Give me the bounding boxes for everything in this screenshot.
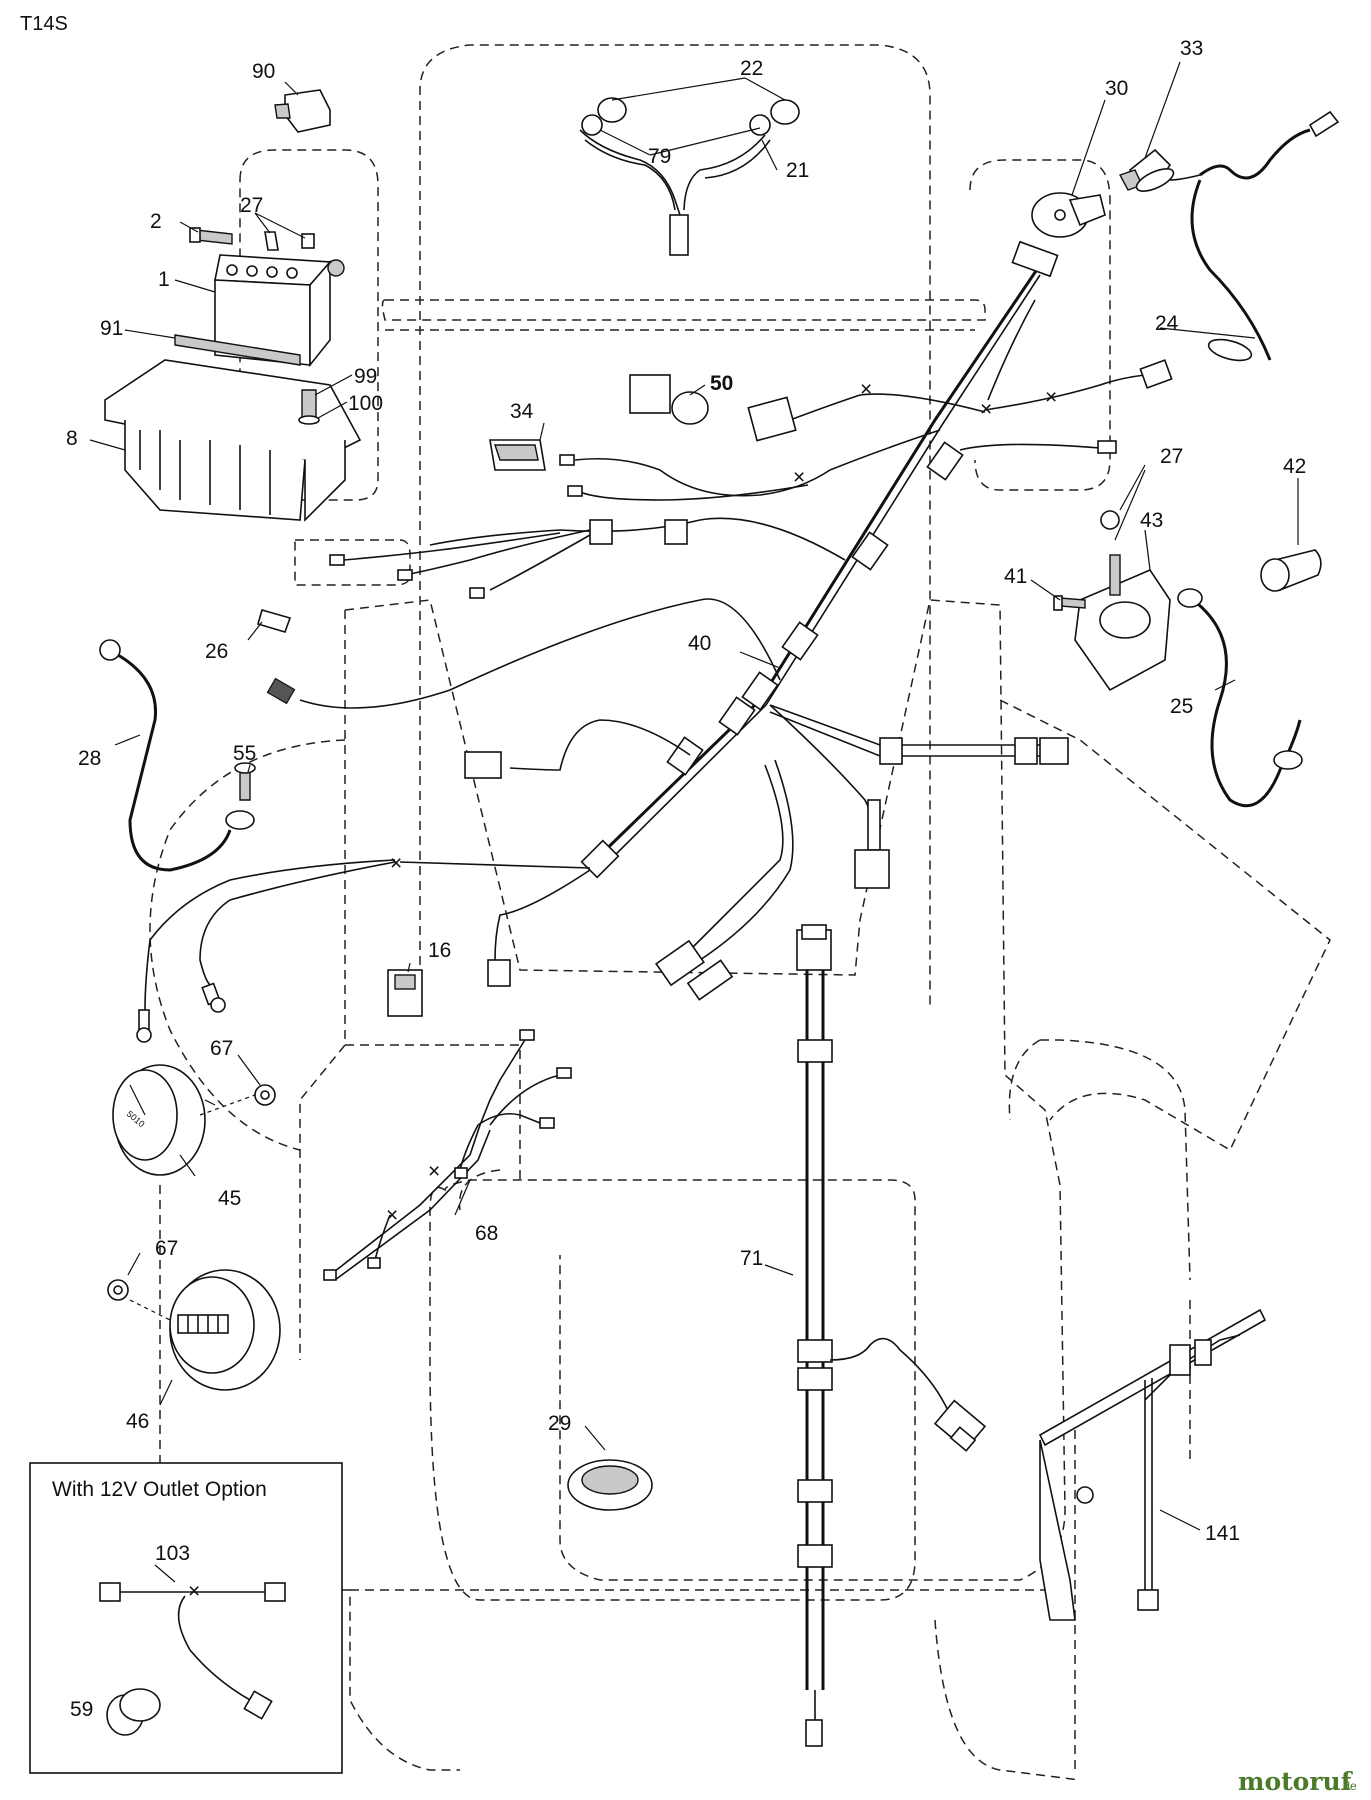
hour-meter-46 — [107, 1269, 281, 1391]
label-71: 71 — [740, 1247, 763, 1270]
watermark: motoruf .de — [1238, 1767, 1357, 1796]
label-40: 40 — [688, 632, 711, 655]
label-2: 2 — [150, 210, 162, 233]
label-22: 22 — [740, 57, 763, 80]
cable-25 — [1177, 588, 1303, 808]
label-100: 100 — [348, 392, 383, 415]
label-16: 16 — [428, 939, 451, 962]
label-45: 45 — [218, 1187, 241, 1210]
gauge-45 — [112, 1064, 276, 1176]
labels: T14S 1 2 8 16 21 22 24 25 26 27 27 28 29… — [20, 13, 1357, 1796]
label-99: 99 — [354, 365, 377, 388]
label-67a: 67 — [210, 1037, 233, 1060]
label-1: 1 — [158, 268, 170, 291]
svg-text:×: × — [980, 398, 992, 421]
label-68: 68 — [475, 1222, 498, 1245]
screw-55 — [225, 762, 256, 830]
inset-12v-outlet: With 12V Outlet Option × — [29, 1462, 343, 1774]
label-141: 141 — [1205, 1522, 1240, 1545]
svg-text:×: × — [390, 852, 402, 875]
svg-text:×: × — [188, 1580, 200, 1603]
inset-title: With 12V Outlet Option — [52, 1478, 267, 1501]
part-29 — [567, 1459, 653, 1511]
model-code: T14S — [20, 13, 68, 35]
solenoid-43 — [1053, 510, 1171, 692]
label-34: 34 — [510, 400, 534, 423]
battery-assembly — [104, 227, 362, 522]
label-27a: 27 — [240, 194, 263, 217]
connector-16 — [387, 969, 423, 1017]
label-29: 29 — [548, 1412, 571, 1435]
fuse-26 — [257, 609, 292, 633]
label-91: 91 — [100, 317, 123, 340]
watermark-brand: motoruf — [1238, 1767, 1354, 1796]
svg-text:×: × — [1045, 386, 1057, 409]
main-harness: × × × × — [136, 240, 1173, 1043]
cable-28 — [99, 639, 232, 872]
label-42: 42 — [1283, 455, 1306, 478]
part-90 — [274, 89, 331, 133]
leader-lines — [89, 61, 1299, 1531]
label-27b: 27 — [1160, 445, 1183, 468]
label-24: 24 — [1155, 312, 1179, 335]
harness-71 — [796, 924, 987, 1747]
label-50: 50 — [710, 372, 733, 395]
label-103: 103 — [155, 1542, 190, 1565]
seat-switch-141 — [1038, 1308, 1267, 1621]
svg-text:×: × — [860, 378, 872, 401]
label-90: 90 — [252, 60, 275, 83]
label-33: 33 — [1180, 37, 1203, 60]
pto-switch-50 — [629, 374, 709, 425]
headlight-harness — [579, 97, 800, 256]
svg-text:×: × — [386, 1204, 398, 1227]
switch-34 — [489, 439, 546, 471]
label-21: 21 — [786, 159, 809, 182]
svg-text:×: × — [428, 1160, 440, 1183]
boot-42 — [1260, 549, 1322, 592]
label-41: 41 — [1004, 565, 1027, 588]
label-30: 30 — [1105, 77, 1128, 100]
label-25: 25 — [1170, 695, 1193, 718]
label-26: 26 — [205, 640, 228, 663]
label-8: 8 — [66, 427, 78, 450]
label-28: 28 — [78, 747, 101, 770]
ignition-switch — [1031, 192, 1106, 238]
label-43: 43 — [1140, 509, 1163, 532]
watermark-suffix: .de — [1340, 1779, 1357, 1793]
label-67b: 67 — [155, 1237, 178, 1260]
label-59: 59 — [70, 1698, 93, 1721]
label-55: 55 — [233, 742, 256, 765]
cable-24 — [1135, 110, 1340, 362]
harness-68: × × — [323, 1029, 572, 1281]
label-79: 79 — [648, 145, 671, 168]
svg-text:×: × — [793, 466, 805, 489]
label-46: 46 — [126, 1410, 149, 1433]
